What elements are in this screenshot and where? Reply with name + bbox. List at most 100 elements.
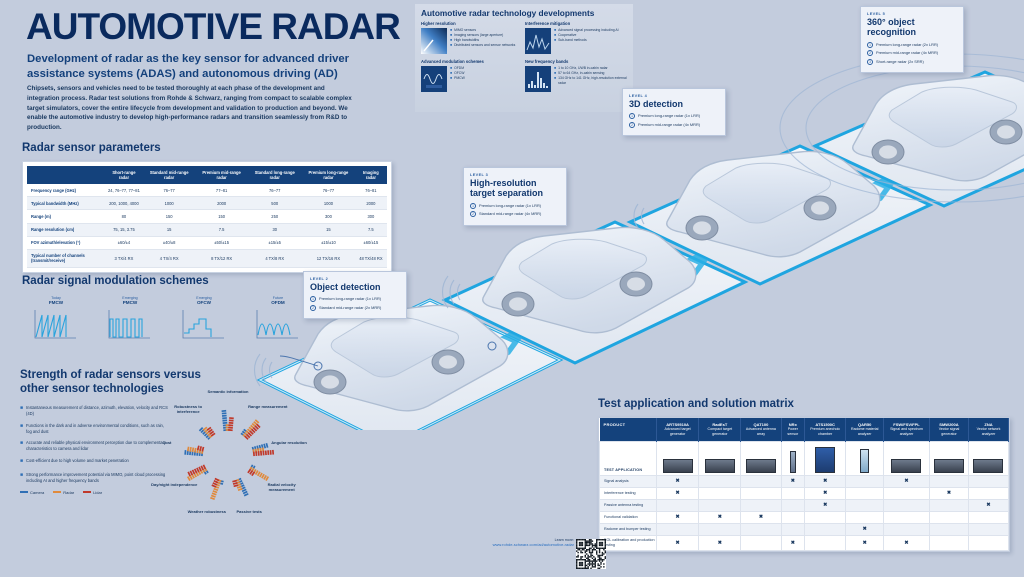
param-row-label: Typical bandwidth (MHz) bbox=[27, 196, 105, 211]
modulation-name: FMCW bbox=[48, 300, 64, 305]
application-label: Signal analysis bbox=[599, 474, 657, 488]
tech-item: ■1 to 10 GHz, UWB in-cabin radar bbox=[554, 66, 629, 71]
modulation-waveform-icon bbox=[256, 310, 298, 339]
check-mark-icon: ✖ bbox=[823, 490, 828, 497]
matrix-cell bbox=[883, 486, 930, 500]
product-name: ATS1500C bbox=[815, 422, 835, 427]
product-description: Power sensor bbox=[787, 427, 799, 436]
level-item-number: 2 bbox=[470, 211, 476, 218]
matrix-cell: ✖ bbox=[655, 510, 700, 524]
matrix-cell bbox=[883, 522, 930, 536]
legend-item-lidar: Lidar bbox=[83, 490, 102, 495]
tech-quadrant-title: Higher resolution bbox=[421, 21, 456, 26]
modulation-era: Today bbox=[51, 296, 61, 300]
product-image-cell bbox=[655, 440, 700, 476]
level-tag: LEVEL 5 bbox=[867, 12, 886, 16]
matrix-cell bbox=[967, 534, 1010, 552]
legend-label: Radar bbox=[63, 489, 75, 495]
matrix-application-row: Interference testing✖✖✖ bbox=[599, 486, 1010, 500]
matrix-application-row: Signal analysis✖✖✖✖ bbox=[599, 474, 1010, 488]
param-cell: 300 bbox=[355, 209, 387, 224]
product-device-icon bbox=[745, 458, 776, 473]
product-name: QAR50 bbox=[858, 422, 872, 427]
matrix-cell bbox=[803, 510, 847, 524]
product-device-icon bbox=[973, 458, 1004, 473]
matrix-cell bbox=[655, 498, 700, 512]
level-item-text: Premium long-range radar (1x LRR) bbox=[638, 113, 701, 119]
product-description: Compact target generator bbox=[707, 427, 733, 436]
legend-item-radar: Radar bbox=[53, 490, 74, 495]
matrix-cell: ✖ bbox=[883, 534, 930, 552]
bullet-dot-icon: ■ bbox=[554, 76, 557, 81]
matrix-cell: ✖ bbox=[803, 474, 847, 488]
qr-code[interactable] bbox=[576, 539, 606, 569]
product-name: SMW200A bbox=[939, 422, 959, 427]
param-cell: 30 bbox=[247, 223, 302, 237]
matrix-cell bbox=[967, 486, 1010, 500]
bullet-dot-icon: ■ bbox=[450, 43, 453, 48]
radial-axis-label: Robustness to interference bbox=[174, 403, 203, 414]
level-item-text: Premium long-range radar (1x LRR) bbox=[319, 296, 382, 302]
bullet-dot-icon: ■ bbox=[20, 458, 24, 465]
footer-url[interactable]: www.rohde-schwarz.com/ad/automotive-rada… bbox=[492, 542, 574, 547]
param-cell: 75, 15, 3.75 bbox=[105, 223, 143, 237]
intro-paragraph: Chipsets, sensors and vehicles need to b… bbox=[27, 85, 352, 131]
tech-heading: Automotive radar technology developments bbox=[421, 8, 595, 18]
matrix-cell bbox=[928, 474, 969, 488]
matrix-cell bbox=[845, 474, 884, 488]
application-label: Passive antenna testing bbox=[599, 498, 657, 512]
matrix-heading: Test application and solution matrix bbox=[598, 398, 794, 410]
product-image-cell bbox=[740, 440, 782, 476]
param-row-label: Typical number of channels (transmit/rec… bbox=[27, 249, 105, 269]
matrix-cell bbox=[928, 522, 969, 536]
param-cell: 2000 bbox=[195, 196, 248, 211]
level-item-number: 1 bbox=[629, 113, 635, 120]
check-mark-icon: ✖ bbox=[823, 478, 828, 485]
bullet-dot-icon: ■ bbox=[450, 28, 453, 32]
check-mark-icon: ✖ bbox=[904, 539, 909, 546]
product-description: Premium anechoic chamber bbox=[810, 427, 841, 436]
tech-item-list: ■Advanced signal processing including AI… bbox=[554, 28, 619, 54]
matrix-cell bbox=[780, 498, 805, 512]
application-label: Interference testing bbox=[599, 486, 657, 500]
matrix-cell bbox=[883, 498, 930, 512]
level-item-number: 1 bbox=[310, 296, 316, 303]
param-cell: 76–77 bbox=[301, 184, 356, 198]
param-row: Typical number of channels (transmit/rec… bbox=[27, 249, 387, 269]
tech-item-text: OFDM bbox=[454, 66, 465, 70]
param-row-label: FOV azimuth/elevation (°) bbox=[27, 236, 105, 250]
strength-bullet: ■Functions in the dark and in adverse en… bbox=[20, 423, 170, 435]
tech-item-text: High bandwidths bbox=[454, 38, 480, 43]
check-mark-icon: ✖ bbox=[862, 526, 867, 533]
param-cell: 4 TX/4 RX bbox=[142, 249, 196, 269]
learn-more-label: Learn more: bbox=[554, 538, 574, 542]
strength-bullet-list: ■Instantaneous measurement of distance, … bbox=[20, 405, 170, 484]
product-description: Signal and spectrum analyzer bbox=[890, 427, 923, 436]
page-subtitle: Development of radar as the key sensor f… bbox=[27, 53, 350, 81]
product-image-cell bbox=[928, 440, 969, 476]
matrix-cell bbox=[845, 510, 884, 524]
legend-item-camera: Camera bbox=[20, 490, 44, 495]
matrix-application-row: EOL calibration and production testing✖✖… bbox=[599, 534, 1010, 552]
modulation-heading: Radar signal modulation schemes bbox=[22, 275, 209, 287]
tech-quadrant-title: Advanced modulation schemes bbox=[421, 59, 484, 64]
bullet-dot-icon: ■ bbox=[554, 38, 557, 43]
product-name: ZNA bbox=[984, 422, 993, 427]
matrix-cell: ✖ bbox=[780, 534, 805, 552]
level-item-text: Standard mid-range radar (2x MRR) bbox=[319, 304, 382, 310]
application-label: Radome and bumper testing bbox=[599, 522, 657, 536]
tech-item: ■High bandwidths bbox=[450, 38, 515, 43]
param-col-header: Short-range radar bbox=[105, 166, 144, 185]
legend-swatch bbox=[53, 491, 62, 493]
